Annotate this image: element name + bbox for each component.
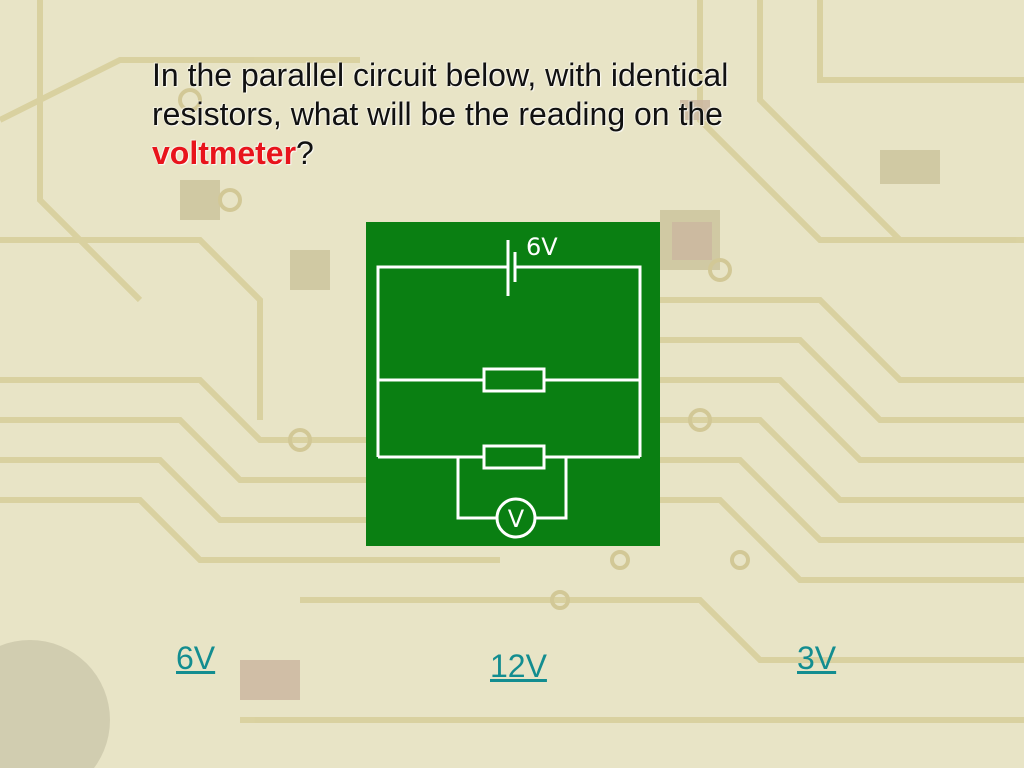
answer-3v-link[interactable]: 3V	[797, 640, 837, 676]
diagram-background	[366, 222, 660, 546]
question-line-1: In the parallel circuit below, with iden…	[152, 57, 729, 93]
top-wire-right	[515, 265, 642, 457]
parallel-circuit-diagram: 6V V	[366, 222, 660, 546]
voltmeter-highlight: voltmeter	[152, 135, 297, 171]
question-mark: ?	[296, 135, 314, 171]
voltmeter-circle	[495, 497, 537, 539]
answer-6v-link[interactable]: 6V	[176, 640, 216, 676]
top-wire-left	[376, 265, 508, 457]
question-text: In the parallel circuit below, with iden…	[152, 56, 892, 173]
question-line-2: resistors, what will be the reading on t…	[152, 96, 723, 132]
battery-label: 6V	[526, 233, 558, 261]
voltmeter-label: V	[508, 505, 525, 533]
voltmeter-wire-left	[456, 457, 496, 520]
voltmeter-wire-right	[536, 457, 568, 520]
answer-12v-link[interactable]: 12V	[490, 648, 547, 684]
